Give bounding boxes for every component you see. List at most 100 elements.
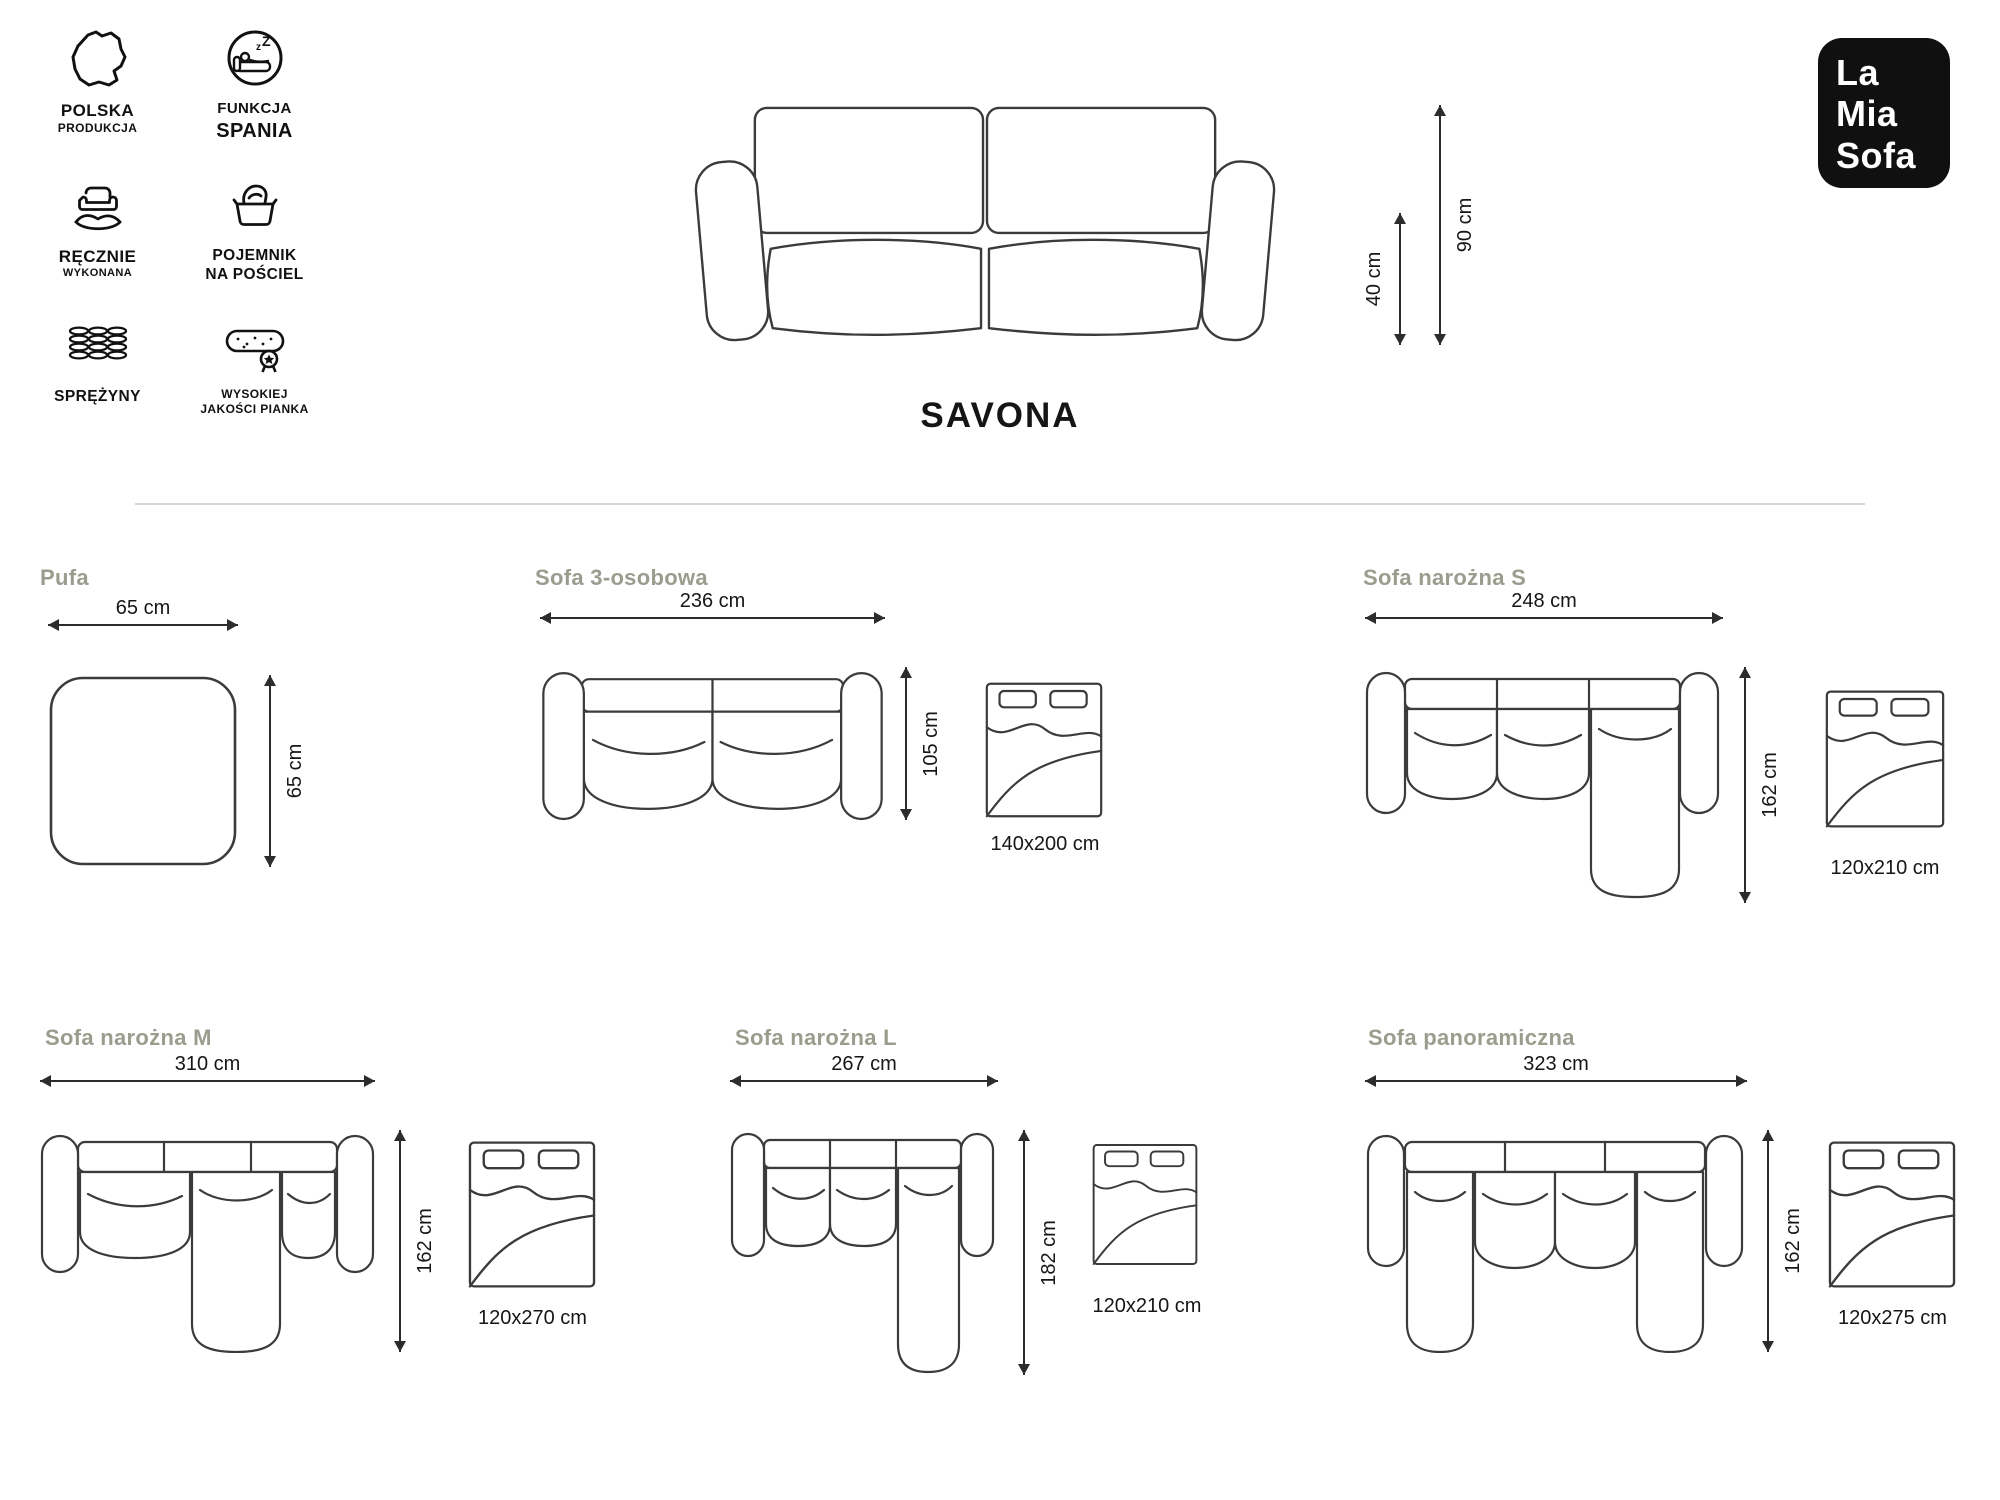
mattress-size-label: 120x275 cm (1838, 1307, 1947, 1329)
dimension-label: 323 cm (1523, 1053, 1589, 1075)
section-divider (135, 503, 1865, 505)
dimension-arrow (900, 667, 912, 820)
total-height-dimension: 90 cm (1432, 105, 1476, 345)
poland-map-icon (71, 30, 126, 87)
dimension-arrow (40, 1075, 375, 1087)
mattress-size-label: 120x210 cm (1830, 857, 1940, 879)
feature-sublabel: PRODUKCJA (57, 121, 138, 136)
dimension-label: 40 cm (1363, 251, 1385, 307)
feature-wysokiej-jakosci-pianka: WYSOKIEJ JAKOŚCI PIANKA (183, 315, 326, 417)
dimension-arrow (730, 1075, 998, 1087)
feature-label: SPRĘŻYNY (54, 387, 141, 405)
brand-logo: La Mia Sofa (1818, 38, 1950, 188)
corner-sofa-top-view-drawing (730, 1128, 995, 1378)
panoramic-sofa-top-view-drawing (1365, 1128, 1745, 1353)
pouf-top-view-drawing (48, 675, 238, 867)
sleep-function-icon: z Z (227, 30, 282, 86)
dimension-arrow (1739, 667, 1751, 903)
variant-card-pufa: Pufa 65 cm 65 cm (40, 565, 340, 965)
sofa-front-view-drawing (660, 98, 1310, 346)
handmade-icon (74, 186, 121, 230)
logo-line: Mia (1836, 93, 1898, 135)
feature-sublabel: WYKONANA (62, 267, 133, 279)
dimension-label: 267 cm (831, 1053, 897, 1075)
width-dimension: 236 cm (540, 590, 885, 626)
feature-polska-produkcja: POLSKA PRODUKCJA (26, 28, 169, 144)
dimension-label: 65 cm (115, 597, 171, 619)
feature-sublabel: SPANIA (216, 119, 293, 142)
dimension-label: 236 cm (679, 590, 746, 612)
feature-label: POJEMNIK (212, 246, 297, 264)
springs-icon (68, 325, 127, 360)
variant-card-sofa-narozna-m: Sofa narożna M 310 cm (40, 1025, 630, 1425)
depth-dimension: 162 cm (392, 1130, 436, 1352)
dimension-arrow (1365, 1075, 1747, 1087)
variant-title: Sofa narożna S (1363, 565, 1527, 590)
logo-line: Sofa (1836, 134, 1917, 176)
width-dimension: 248 cm (1365, 590, 1723, 626)
mattress-size-label: 140x200 cm (990, 833, 1100, 855)
feature-sublabel: NA POŚCIEL (205, 266, 304, 284)
bed-top-view-icon (1828, 1137, 1956, 1292)
depth-dimension: 65 cm (262, 675, 306, 867)
width-dimension: 65 cm (48, 597, 238, 633)
feature-label: FUNKCJA (217, 100, 292, 117)
dimension-arrow (48, 619, 238, 631)
dimension-arrow (1394, 213, 1406, 345)
bedding-storage-icon (232, 184, 277, 226)
foam-quality-icon (225, 329, 284, 372)
feature-sublabel: JAKOŚCI PIANKA (200, 401, 309, 416)
dimension-arrow (394, 1130, 406, 1352)
variant-card-sofa-narozna-l: Sofa narożna L 267 cm (730, 1025, 1260, 1425)
corner-sofa-top-view-drawing (40, 1128, 375, 1353)
dimension-label: 105 cm (920, 710, 942, 777)
feature-label: POLSKA (60, 101, 135, 120)
variant-title: Sofa 3-osobowa (535, 565, 708, 590)
width-dimension: 323 cm (1365, 1053, 1747, 1089)
product-title: SAVONA (920, 396, 1080, 435)
depth-dimension: 162 cm (1737, 667, 1781, 903)
feature-label: RĘCZNIE (58, 246, 137, 266)
variant-card-sofa-narozna-s: Sofa narożna S 248 cm (1355, 565, 1975, 965)
dimension-label: 310 cm (174, 1053, 241, 1075)
bed-top-view-icon (1825, 675, 1945, 843)
dimension-arrow (1018, 1130, 1030, 1375)
bed-top-view-icon (1092, 1137, 1198, 1272)
feature-label: WYSOKIEJ (221, 386, 288, 401)
dimension-arrow (540, 612, 885, 624)
feature-funkcja-spania: z Z FUNKCJA SPANIA (183, 28, 326, 144)
variant-title: Sofa narożna M (45, 1025, 212, 1050)
variant-card-sofa-panoramiczna: Sofa panoramiczna 323 cm (1360, 1025, 1970, 1425)
svg-text:z: z (256, 42, 261, 53)
corner-sofa-top-view-drawing (1365, 665, 1720, 905)
variant-title: Pufa (40, 565, 89, 590)
dimension-label: 90 cm (1454, 197, 1476, 253)
variant-card-sofa-3-osobowa: Sofa 3-osobowa 236 cm 105 cm (530, 565, 1120, 965)
bed-top-view-icon (985, 675, 1103, 825)
dimension-arrow (264, 675, 276, 867)
dimension-label: 65 cm (284, 743, 306, 799)
dimension-arrow (1762, 1130, 1774, 1352)
dimension-label: 182 cm (1038, 1219, 1060, 1286)
variant-title: Sofa narożna L (735, 1025, 897, 1050)
svg-text:Z: Z (262, 33, 271, 49)
dimension-label: 162 cm (1782, 1208, 1804, 1274)
depth-dimension: 105 cm (898, 667, 942, 820)
depth-dimension: 162 cm (1760, 1130, 1804, 1352)
dimension-label: 248 cm (1511, 590, 1577, 612)
width-dimension: 267 cm (730, 1053, 998, 1089)
dimension-arrow (1434, 105, 1446, 345)
bed-top-view-icon (468, 1137, 596, 1292)
mattress-size-label: 120x210 cm (1092, 1295, 1202, 1317)
seat-height-dimension: 40 cm (1363, 213, 1408, 345)
dimension-label: 162 cm (1759, 752, 1781, 818)
variant-title: Sofa panoramiczna (1368, 1025, 1575, 1050)
logo-line: La (1836, 52, 1880, 93)
dimension-label: 162 cm (414, 1208, 436, 1274)
feature-pojemnik-na-posciel: POJEMNIK NA POŚCIEL (183, 174, 326, 285)
feature-recznie-wykonana: RĘCZNIE WYKONANA (26, 174, 169, 285)
mattress-size-label: 120x270 cm (478, 1307, 587, 1329)
feature-sprezyny: SPRĘŻYNY (26, 315, 169, 417)
dimension-arrow (1365, 612, 1723, 624)
width-dimension: 310 cm (40, 1053, 375, 1089)
